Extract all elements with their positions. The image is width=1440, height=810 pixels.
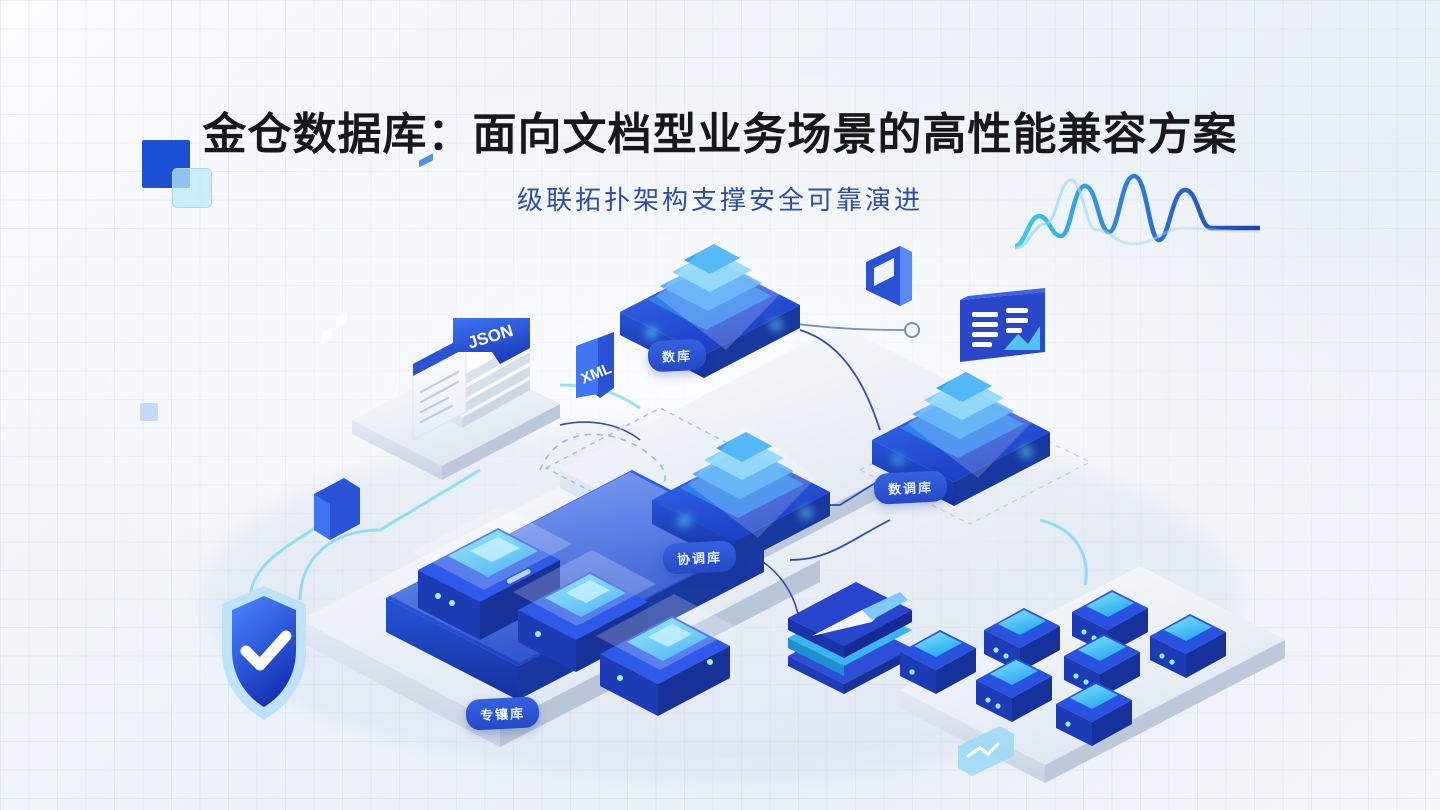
page-subtitle: 级联拓扑架构支撑安全可靠演进 xyxy=(516,185,923,215)
window-icon xyxy=(314,311,360,540)
badge-icon xyxy=(958,726,1014,776)
label-node-replica: 数调库 xyxy=(873,470,948,505)
flow-lines xyxy=(248,383,1088,601)
label-node-coordinator: 协调库 xyxy=(662,540,737,575)
book-icon xyxy=(866,246,912,306)
xml-tag-icon: XML xyxy=(576,332,614,398)
folder-stack-icon xyxy=(788,582,912,694)
node-primary xyxy=(620,236,800,378)
label-node-primary: 数库 xyxy=(647,338,707,373)
shield-check-icon xyxy=(222,586,306,720)
page-title: 金仓数据库：面向文档型业务场景的高性能兼容方案 xyxy=(202,110,1238,159)
header: 金仓数据库：面向文档型业务场景的高性能兼容方案 级联拓扑架构支撑安全可靠演进 xyxy=(0,0,1440,250)
server-cluster-icon xyxy=(900,590,1226,746)
node-coordinator xyxy=(652,424,830,566)
light-cyan-square-icon xyxy=(172,168,212,208)
document-stack-icon xyxy=(412,153,530,441)
small-blue-square-icon xyxy=(140,403,158,421)
waveform-pulse-icon xyxy=(1015,173,1260,250)
dashboard-card-icon xyxy=(960,288,1045,362)
json-tag-icon: JSON xyxy=(453,318,530,364)
label-node-storage: 专镶库 xyxy=(465,696,540,731)
